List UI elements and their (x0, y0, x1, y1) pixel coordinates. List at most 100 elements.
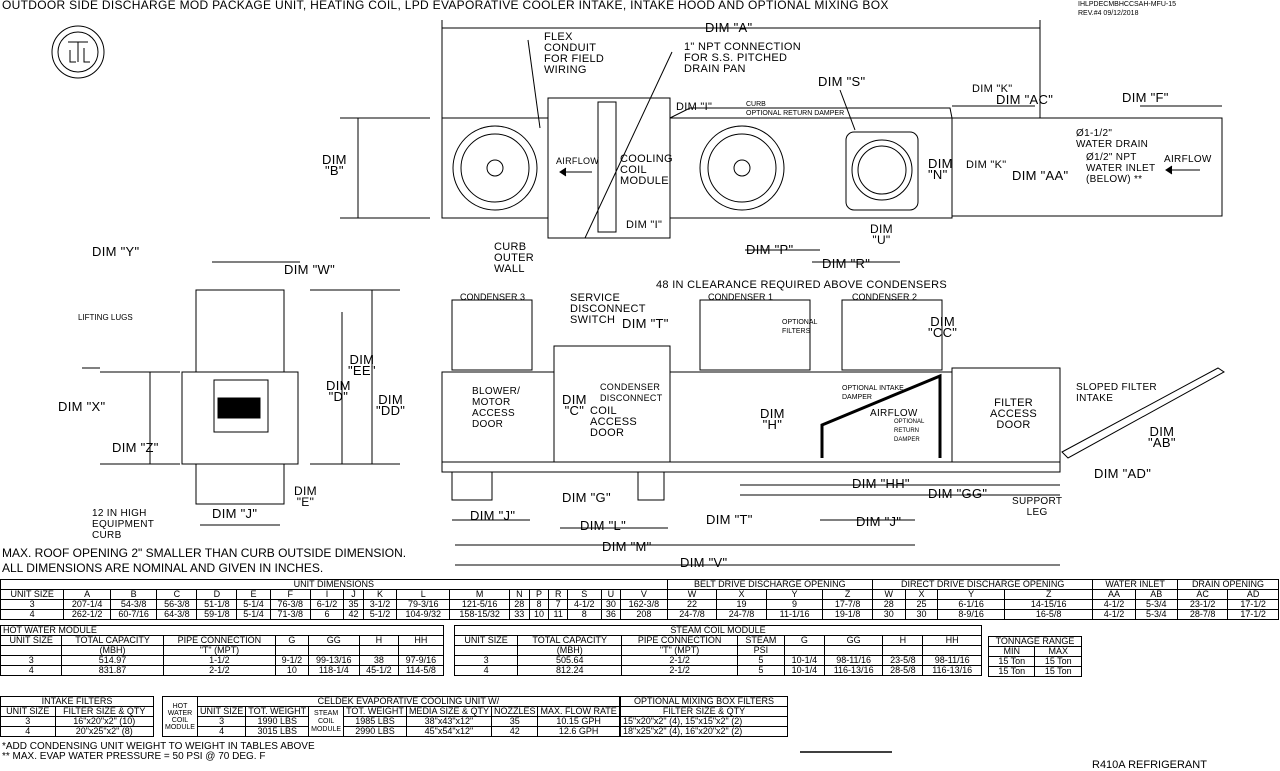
table-cell: 4 (196, 726, 247, 737)
column-header: Y (937, 589, 1005, 600)
table-cell: 16"x20"x2" (10) (54, 716, 154, 727)
table-cell: 33 (508, 609, 530, 620)
column-header: TOT. WEIGHT (343, 706, 407, 717)
table-cell: 2990 LBS (343, 726, 407, 737)
dim-k-top-label: DIM "K" (972, 83, 1013, 95)
column-subheader (397, 645, 445, 656)
table-cell: 15 Ton (987, 666, 1036, 677)
table-cell: 162-3/8 (620, 599, 668, 610)
table-cell: 28-5/8 (882, 665, 924, 676)
column-header: N (508, 589, 530, 600)
table-cell: 116-13/16 (922, 665, 982, 676)
column-header: STEAM (736, 635, 785, 646)
table-cell: 5-1/4 (236, 609, 271, 620)
table-cell: 158-15/32 (449, 609, 510, 620)
table-title-row: TONNAGE RANGE (988, 636, 1082, 647)
dim-j-mid-label: DIM "J" (470, 508, 516, 523)
column-header: M (449, 589, 510, 600)
table-header-row: FILTER SIZE & QTY (620, 706, 788, 717)
condenser-disconnect-label: CONDENSER DISCONNECT (600, 382, 663, 403)
table-subheader-row: (MBH)"T" (MPT)PSI (453, 645, 982, 656)
table-cell: 208 (620, 609, 668, 620)
table-cell: 71-3/8 (269, 609, 311, 620)
table-title: HOT WATER MODULE (0, 625, 444, 636)
table-cell: 8 (528, 599, 550, 610)
column-header: NOZZLES (490, 706, 539, 717)
table-cell: 97-9/16 (397, 655, 445, 666)
column-header: UNIT SIZE (196, 706, 247, 717)
table-cell: 5 (736, 665, 785, 676)
table-cell: 514.97 (61, 655, 164, 666)
table-cell: 30 (600, 599, 622, 610)
side-view (441, 299, 1225, 566)
table-cell: 28 (508, 599, 530, 610)
column-subheader: (MBH) (517, 645, 623, 656)
column-header: P (528, 589, 550, 600)
column-subheader (882, 645, 924, 656)
dim-z-label: DIM "Z" (112, 440, 159, 455)
table-cell: 54-3/8 (109, 599, 158, 610)
footnote-pressure: ** MAX. EVAP WATER PRESSURE = 50 PSI @ 7… (2, 751, 266, 762)
table-cell: 505.64 (517, 655, 623, 666)
table-cell: 10 (275, 665, 309, 676)
table-cell: 35 (490, 716, 539, 727)
dim-p-label: DIM "P" (746, 242, 794, 257)
table-cell: 24-7/8 (716, 609, 767, 620)
column-header: B (109, 589, 158, 600)
column-subheader: (MBH) (61, 645, 164, 656)
table-cell: 8 (567, 609, 602, 620)
dim-f-label: DIM "F" (1122, 90, 1169, 105)
table-cell: 9-1/2 (275, 655, 309, 666)
table-row: 15"x20"x2" (4), 15"x15"x2" (2) (620, 716, 788, 727)
revision: REV.#4 09/12/2018 (1078, 10, 1139, 17)
dim-v-label: DIM "V" (680, 555, 728, 570)
table-title: TONNAGE RANGE (988, 636, 1082, 647)
dim-s-label: DIM "S" (818, 74, 866, 89)
column-header: C (156, 589, 198, 600)
table-cell: 121-5/16 (449, 599, 510, 610)
column-header: G (783, 635, 825, 646)
table-title: CELDEK EVAPORATIVE COOLING UNIT W/ (196, 696, 620, 707)
table-cell: 22 (666, 599, 718, 610)
table-cell: 19 (716, 599, 767, 610)
table-cell: 3 (0, 716, 56, 727)
table-cell: 12.6 GPH (537, 726, 620, 737)
dim-j-left-label: DIM "J" (212, 506, 258, 521)
table-cell: 28 (871, 599, 906, 610)
column-header: S (567, 589, 602, 600)
table-cell: 30 (904, 609, 939, 620)
table-cell: 4 (0, 665, 63, 676)
table-cell: 8-9/16 (937, 609, 1005, 620)
table-cell: 6-1/16 (937, 599, 1005, 610)
table-cell: 15 Ton (987, 656, 1036, 667)
table-cell: 9 (765, 599, 824, 610)
table-cell: 51-1/8 (196, 599, 238, 610)
table-cell: 1-1/2 (162, 655, 277, 666)
table-cell: 25 (904, 599, 939, 610)
column-header: FILTER SIZE & QTY (54, 706, 154, 717)
table-cell: 3 (453, 655, 519, 666)
table-cell: 64-3/8 (156, 609, 198, 620)
service-disconnect-label: SERVICE DISCONNECT SWITCH (570, 292, 646, 326)
table-subheader-row: (MBH)"T" (MPT) (0, 645, 445, 656)
table-cell: 104-9/32 (396, 609, 451, 620)
table-title: STEAM COIL MODULE (454, 625, 982, 636)
dim-k-mid-label: DIM "K" (966, 159, 1007, 171)
column-header: UNIT SIZE (453, 635, 519, 646)
doc-reference: IHLPDECMBHCCSAH-MFU-15 (1078, 1, 1177, 8)
support-leg-label: SUPPORT LEG (1012, 496, 1063, 518)
table-cell: 15"x20"x2" (4), 15"x15"x2" (2) (620, 716, 788, 727)
table-cell: 28-7/8 (1176, 609, 1229, 620)
airflow-label-1: AIRFLOW (556, 156, 600, 166)
table-cell: 114-5/8 (397, 665, 445, 676)
dim-aa-label: DIM "AA" (1012, 168, 1069, 183)
